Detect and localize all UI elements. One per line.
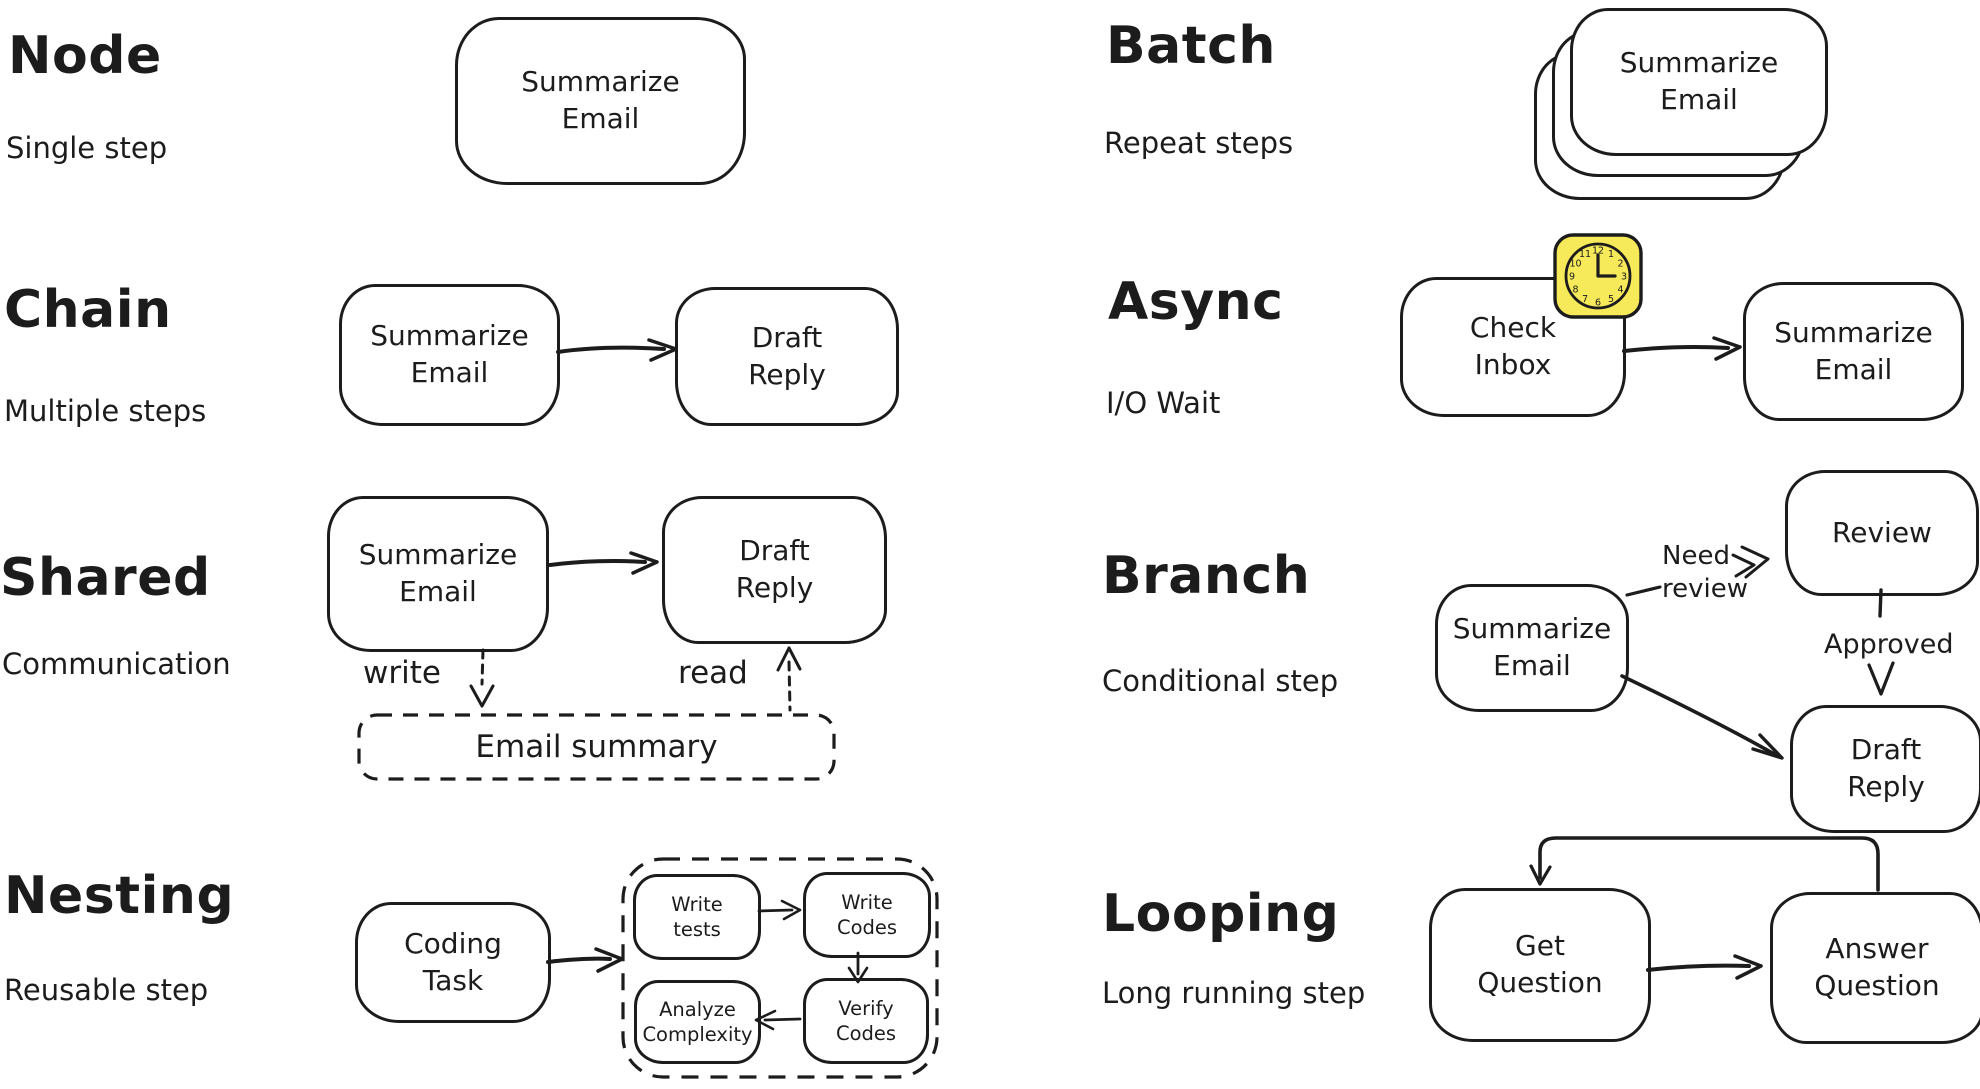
svg-text:3: 3 bbox=[1621, 271, 1627, 282]
arrow-branch-review-to-draft bbox=[1862, 586, 1902, 700]
branch-edge-need-review-label: Need review bbox=[1662, 541, 1748, 604]
svg-text:5: 5 bbox=[1608, 294, 1614, 305]
chain-step-summarize-email: Summarize Email bbox=[339, 284, 560, 426]
nesting-section-subtitle: Reusable step bbox=[4, 973, 209, 1007]
looping-step-get-question: Get Question bbox=[1429, 888, 1651, 1042]
looping-step-answer-question: Answer Question bbox=[1770, 892, 1980, 1044]
step-label: Summarize Email bbox=[1774, 315, 1933, 386]
arrow-looping-answer-back-to-get bbox=[1528, 828, 1892, 892]
nesting-step-write-codes: Write Codes bbox=[803, 872, 931, 958]
async-section-title: Async bbox=[1108, 272, 1284, 332]
shared-step-summarize-email: Summarize Email bbox=[327, 496, 549, 652]
branch-edge-approved-label: Approved bbox=[1824, 629, 1954, 660]
svg-text:2: 2 bbox=[1617, 258, 1623, 269]
step-label: Verify Codes bbox=[835, 996, 897, 1045]
arrow-shared-summarize-to-draft bbox=[545, 550, 665, 576]
chain-section-title: Chain bbox=[4, 280, 172, 340]
step-label: Draft Reply bbox=[1847, 733, 1925, 803]
store-label: Email summary bbox=[475, 729, 718, 765]
batch-section-title: Batch bbox=[1106, 16, 1276, 76]
step-label: Coding Task bbox=[404, 926, 502, 997]
step-label: Analyze Complexity bbox=[642, 997, 753, 1046]
arrow-chain-summarize-to-draft bbox=[552, 336, 680, 362]
nesting-step-analyze-complexity: Analyze Complexity bbox=[634, 980, 761, 1064]
shared-section-title: Shared bbox=[0, 548, 211, 608]
step-label: Answer Question bbox=[1814, 932, 1940, 1002]
step-label: Summarize Email bbox=[370, 319, 529, 389]
looping-section-subtitle: Long running step bbox=[1102, 976, 1366, 1010]
arrow-async-check-to-summarize bbox=[1620, 334, 1746, 362]
arrow-nesting-codes-to-verify bbox=[843, 950, 873, 986]
nesting-step-verify-codes: Verify Codes bbox=[803, 978, 929, 1064]
shared-store-email-summary: Email summary bbox=[356, 712, 837, 782]
svg-text:6: 6 bbox=[1595, 297, 1601, 308]
chain-step-draft-reply: Draft Reply bbox=[675, 287, 899, 426]
branch-section-subtitle: Conditional step bbox=[1102, 664, 1339, 698]
branch-step-draft-reply: Draft Reply bbox=[1790, 705, 1980, 833]
arrow-nesting-verify-to-analyze bbox=[751, 1006, 803, 1032]
step-label: Check Inbox bbox=[1469, 311, 1557, 381]
svg-text:4: 4 bbox=[1617, 284, 1623, 295]
svg-text:1: 1 bbox=[1608, 249, 1614, 260]
step-label: Draft Reply bbox=[735, 534, 814, 604]
svg-text:10: 10 bbox=[1569, 258, 1581, 269]
node-section-subtitle: Single step bbox=[6, 131, 168, 165]
chain-section-subtitle: Multiple steps bbox=[4, 394, 207, 428]
nesting-step-coding-task: Coding Task bbox=[355, 902, 551, 1023]
looping-section-title: Looping bbox=[1102, 884, 1340, 944]
node-step-summarize-email: Summarize Email bbox=[455, 17, 746, 185]
step-label: Summarize Email bbox=[1619, 46, 1779, 116]
arrow-shared-read-dashed bbox=[770, 644, 806, 714]
arrow-shared-write-dashed bbox=[464, 648, 500, 710]
step-label: Summarize Email bbox=[358, 538, 518, 608]
svg-text:11: 11 bbox=[1579, 249, 1591, 260]
arrow-nesting-coding-to-flow bbox=[544, 944, 628, 976]
batch-step-summarize-email: Summarize Email bbox=[1570, 8, 1828, 156]
branch-section-title: Branch bbox=[1102, 546, 1311, 606]
step-label: Get Question bbox=[1477, 929, 1603, 999]
step-label: Summarize Email bbox=[521, 65, 680, 135]
arrow-branch-need-review bbox=[1618, 538, 1778, 602]
step-label: Draft Reply bbox=[748, 320, 826, 391]
svg-text:8: 8 bbox=[1572, 284, 1578, 295]
branch-step-review: Review bbox=[1785, 470, 1979, 596]
nesting-step-write-tests: Write tests bbox=[633, 874, 761, 960]
shared-edge-read-label: read bbox=[678, 655, 748, 691]
svg-text:7: 7 bbox=[1582, 294, 1588, 305]
arrow-looping-get-to-answer bbox=[1643, 950, 1773, 984]
arrow-branch-summarize-to-draft bbox=[1612, 664, 1792, 768]
step-label: Write tests bbox=[671, 892, 723, 941]
step-label: Summarize Email bbox=[1452, 612, 1612, 682]
step-label: Review bbox=[1832, 515, 1932, 549]
step-label: Write Codes bbox=[836, 890, 898, 939]
shared-edge-write-label: write bbox=[363, 655, 441, 691]
async-section-subtitle: I/O Wait bbox=[1106, 386, 1221, 420]
async-step-summarize-email: Summarize Email bbox=[1743, 282, 1964, 421]
nesting-flow-container bbox=[620, 856, 940, 1080]
svg-text:12: 12 bbox=[1592, 245, 1604, 256]
nesting-section-title: Nesting bbox=[4, 866, 235, 926]
arrow-nesting-tests-to-codes bbox=[756, 897, 804, 923]
batch-section-subtitle: Repeat steps bbox=[1104, 126, 1294, 160]
node-section-title: Node bbox=[8, 26, 162, 86]
svg-text:9: 9 bbox=[1569, 271, 1575, 282]
shared-section-subtitle: Communication bbox=[2, 647, 231, 681]
shared-step-draft-reply: Draft Reply bbox=[662, 496, 887, 644]
branch-step-summarize-email: Summarize Email bbox=[1435, 584, 1629, 712]
